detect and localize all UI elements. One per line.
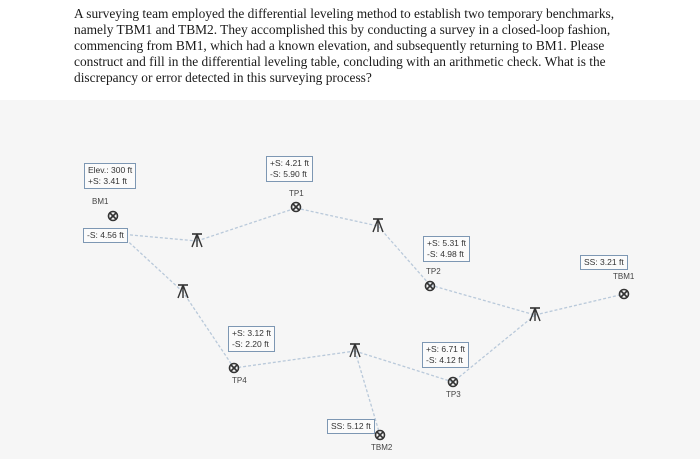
tp2-reading-box: +S: 5.31 ft -S: 4.98 ft (423, 236, 470, 262)
tbm1-label: TBM1 (613, 272, 635, 281)
tp2-backsight: +S: 5.31 ft (427, 238, 466, 248)
level-tripod-icon (349, 343, 361, 358)
sight-lines (119, 207, 625, 436)
sight-line (233, 350, 356, 369)
sight-line (119, 233, 198, 242)
sight-line (295, 207, 379, 227)
tbm2-label: TBM2 (371, 443, 393, 452)
bm1-crossed-circle-icon (107, 210, 119, 222)
sight-line (429, 284, 536, 316)
tp2-crossed-circle-icon (424, 280, 436, 292)
bm1-label: BM1 (92, 197, 109, 206)
tp2-foresight: -S: 4.98 ft (427, 249, 464, 259)
level-tripod-icon (529, 307, 541, 322)
bm1-foresight: -S: 4.56 ft (87, 230, 124, 240)
tbm2-sidesight: SS: 5.12 ft (331, 421, 371, 431)
tp1-foresight: -S: 5.90 ft (270, 169, 307, 179)
sight-line (354, 350, 454, 383)
tbm2-crossed-circle-icon (374, 429, 386, 441)
bm1-reading-box: Elev.: 300 ft +S: 3.41 ft (84, 163, 137, 189)
bm1-elevation: Elev.: 300 ft (88, 165, 133, 175)
tp2-label: TP2 (426, 267, 441, 276)
sight-line (377, 225, 431, 286)
tbm1-reading-box: SS: 3.21 ft (580, 255, 628, 270)
tp3-foresight: -S: 4.12 ft (426, 355, 463, 365)
tp3-crossed-circle-icon (447, 376, 459, 388)
tp1-label: TP1 (289, 189, 304, 198)
level-tripod-icon (191, 233, 203, 248)
sight-line (182, 291, 235, 369)
tp4-reading-box: +S: 3.12 ft -S: 2.20 ft (228, 326, 275, 352)
tbm1-crossed-circle-icon (618, 288, 630, 300)
tp4-backsight: +S: 3.12 ft (232, 328, 271, 338)
tp1-reading-box: +S: 4.21 ft -S: 5.90 ft (266, 156, 313, 182)
tp1-crossed-circle-icon (290, 201, 302, 213)
level-tripod-icon (177, 284, 189, 299)
sight-line (534, 293, 625, 316)
tp4-foresight: -S: 2.20 ft (232, 339, 269, 349)
bm1-backsight: +S: 3.41 ft (88, 176, 127, 186)
tp1-backsight: +S: 4.21 ft (270, 158, 309, 168)
sight-line (452, 314, 536, 383)
tp3-backsight: +S: 6.71 ft (426, 344, 465, 354)
tp4-crossed-circle-icon (228, 362, 240, 374)
tbm2-reading-box: SS: 5.12 ft (327, 419, 375, 434)
tp3-label: TP3 (446, 390, 461, 399)
sight-line (119, 233, 184, 293)
tp3-reading-box: +S: 6.71 ft -S: 4.12 ft (422, 342, 469, 368)
level-tripod-icon (372, 218, 384, 233)
question-text: A surveying team employed the differenti… (74, 6, 615, 85)
leveling-diagram: Elev.: 300 ft +S: 3.41 ft BM1 -S: 4.56 f… (0, 100, 700, 459)
tbm1-sidesight: SS: 3.21 ft (584, 257, 624, 267)
bm1-foresight-box: -S: 4.56 ft (83, 228, 128, 243)
sight-line (196, 207, 297, 242)
tp4-label: TP4 (232, 376, 247, 385)
